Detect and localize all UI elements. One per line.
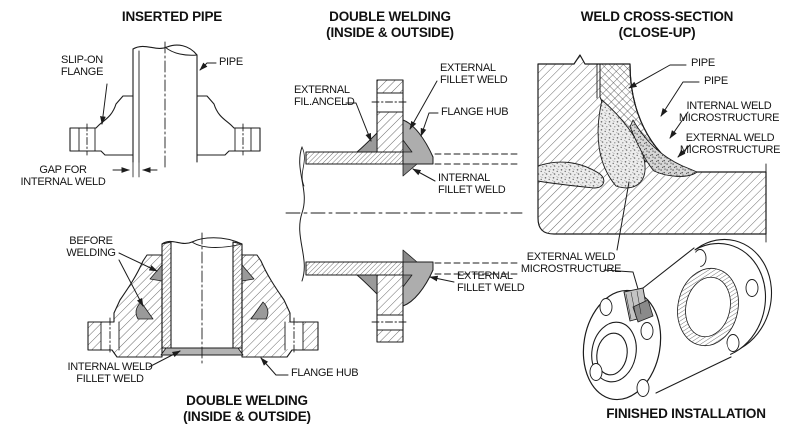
internal-weld-label-line1: INTERNAL WELD	[67, 361, 153, 373]
finished-installation-title: FINISHED INSTALLATION	[606, 406, 766, 421]
internal-fillet-line2: FILLET WELD	[438, 184, 506, 196]
finished-installation-drawing	[582, 238, 773, 401]
double-welding-title-line1: DOUBLE WELDING	[329, 9, 451, 24]
pipe-label-2: PIPE	[704, 75, 728, 87]
before-welding-label: BEFORE WELDING	[66, 235, 116, 259]
internal-weld-label-line2: FILLET WELD	[76, 373, 144, 385]
double-welding-bottom-title: DOUBLE WELDING (INSIDE & OUTSIDE)	[183, 393, 311, 424]
gap-label-line2: INTERNAL WELD	[20, 176, 106, 188]
slip-on-flange-label-line2: FLANGE	[60, 66, 104, 78]
flange-hub-label-bottom-left: FLANGE HUB	[291, 367, 359, 379]
double-welding-bottom-title-line2: (INSIDE & OUTSIDE)	[183, 408, 311, 424]
internal-fillet-line1: INTERNAL	[438, 172, 490, 184]
before-welding-label-line1: BEFORE	[69, 235, 113, 247]
pipe-label: PIPE	[219, 56, 243, 68]
inserted-pipe-drawing	[69, 41, 261, 178]
gap-for-internal-weld-label: GAP FOR INTERNAL WELD	[21, 164, 106, 188]
slip-on-flange-label: SLIP-ON FLANGE	[60, 54, 104, 78]
double-welding-title: DOUBLE WELDING (INSIDE & OUTSIDE)	[326, 9, 454, 40]
internal-weld-microstructure-label: INTERNAL WELD MICROSTRUCTURE	[678, 100, 780, 124]
internal-weld-fillet-weld-label: INTERNAL WELD FILLET WELD	[68, 361, 153, 385]
external-fillet-upper-line1: EXTERNAL	[440, 62, 496, 74]
external-weld-microstructure-label: EXTERNAL WELD MICROSTRUCTURE	[679, 132, 781, 156]
external-filancelд-label: EXTERNAL FIL.ANCELD	[294, 84, 355, 108]
weld-cross-section-title-line2: (CLOSE-UP)	[618, 24, 696, 40]
external-top-label-line1: EXTERNAL	[294, 84, 350, 96]
internal-micro-line1: INTERNAL WELD	[686, 100, 772, 112]
flange-hub-label-middle: FLANGE HUB	[441, 106, 509, 118]
external-micro-lower-line1: EXTERNAL WELD	[526, 251, 616, 263]
double-welding-bottom-title-line1: DOUBLE WELDING	[186, 393, 308, 408]
before-welding-label-line2: WELDING	[66, 247, 116, 259]
double-welding-drawing	[285, 79, 523, 343]
weld-cross-section-title-line1: WELD CROSS-SECTION	[580, 9, 734, 24]
external-top-label-line2: FIL.ANCELD	[294, 96, 355, 108]
pipe-label-1: PIPE	[691, 57, 715, 69]
weld-cross-section-title: WELD CROSS-SECTION (CLOSE-UP)	[580, 9, 734, 40]
inserted-pipe-title: INSERTED PIPE	[121, 9, 223, 24]
internal-micro-line2: MICROSTRUCTURE	[678, 112, 780, 124]
before-welding-drawing	[87, 232, 319, 376]
external-micro-line2: MICROSTRUCTURE	[679, 144, 781, 156]
gap-label-line1: GAP FOR	[39, 164, 87, 176]
external-fillet-weld-lower-label: EXTERNAL FILLET WELD	[457, 270, 525, 294]
weld-cross-section-drawing	[537, 54, 767, 307]
external-micro-line1: EXTERNAL WELD	[685, 132, 775, 144]
external-fillet-lower-line1: EXTERNAL	[457, 270, 513, 282]
external-fillet-upper-line2: FILLET WELD	[440, 74, 508, 86]
external-weld-microstructure-lower-label: EXTERNAL WELD MICROSTRUCTURE	[520, 251, 622, 275]
double-welding-title-line2: (INSIDE & OUTSIDE)	[326, 24, 454, 40]
external-fillet-weld-upper-label: EXTERNAL FILLET WELD	[440, 62, 508, 86]
internal-fillet-weld-label: INTERNAL FILLET WELD	[438, 172, 506, 196]
external-micro-lower-line2: MICROSTRUCTURE	[520, 263, 622, 275]
external-fillet-lower-line2: FILLET WELD	[457, 282, 525, 294]
slip-on-flange-label-line1: SLIP-ON	[61, 54, 103, 66]
